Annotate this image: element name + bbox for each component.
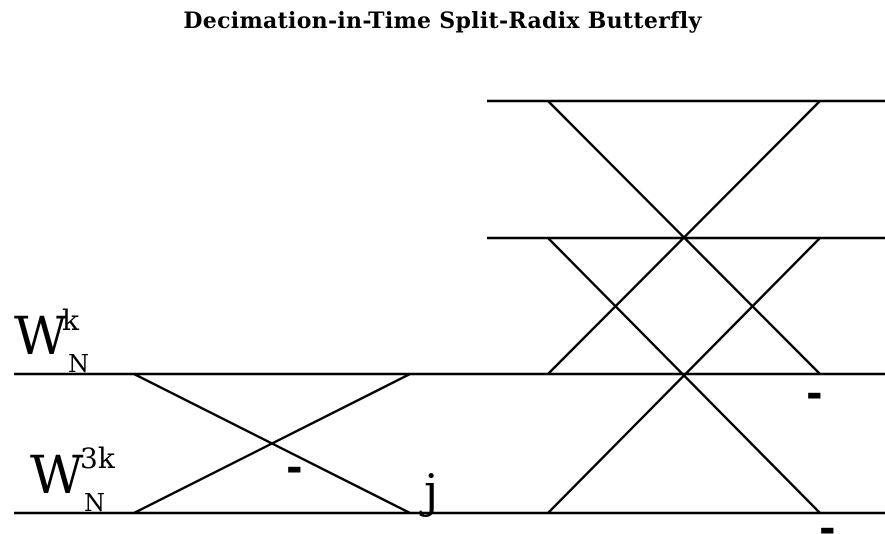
right-butterfly-diagonal-b xyxy=(547,100,821,375)
twiddle-3k-subscript: N xyxy=(84,489,105,517)
twiddle-label-k: W k N xyxy=(14,304,89,378)
twiddle-3k-superscript: 3k xyxy=(80,442,116,475)
right-butterfly-diagonal-d xyxy=(547,237,821,514)
twiddle-k-subscript: N xyxy=(68,350,89,378)
twiddle-label-3k: W 3k N xyxy=(30,442,116,517)
twiddle-3k-base: W xyxy=(30,446,84,506)
left-butterfly-diagonal-up xyxy=(133,372,411,515)
minus-sign-left: - xyxy=(286,445,303,491)
minus-sign-right-bottom: - xyxy=(819,506,836,534)
twiddle-k-superscript: k xyxy=(62,304,80,337)
j-multiplier-label: j xyxy=(419,464,438,518)
minus-sign-right-mid: - xyxy=(806,371,823,417)
twiddle-k-base: W xyxy=(14,307,68,367)
diagram-title: Decimation-in-Time Split-Radix Butterfly xyxy=(183,8,702,34)
